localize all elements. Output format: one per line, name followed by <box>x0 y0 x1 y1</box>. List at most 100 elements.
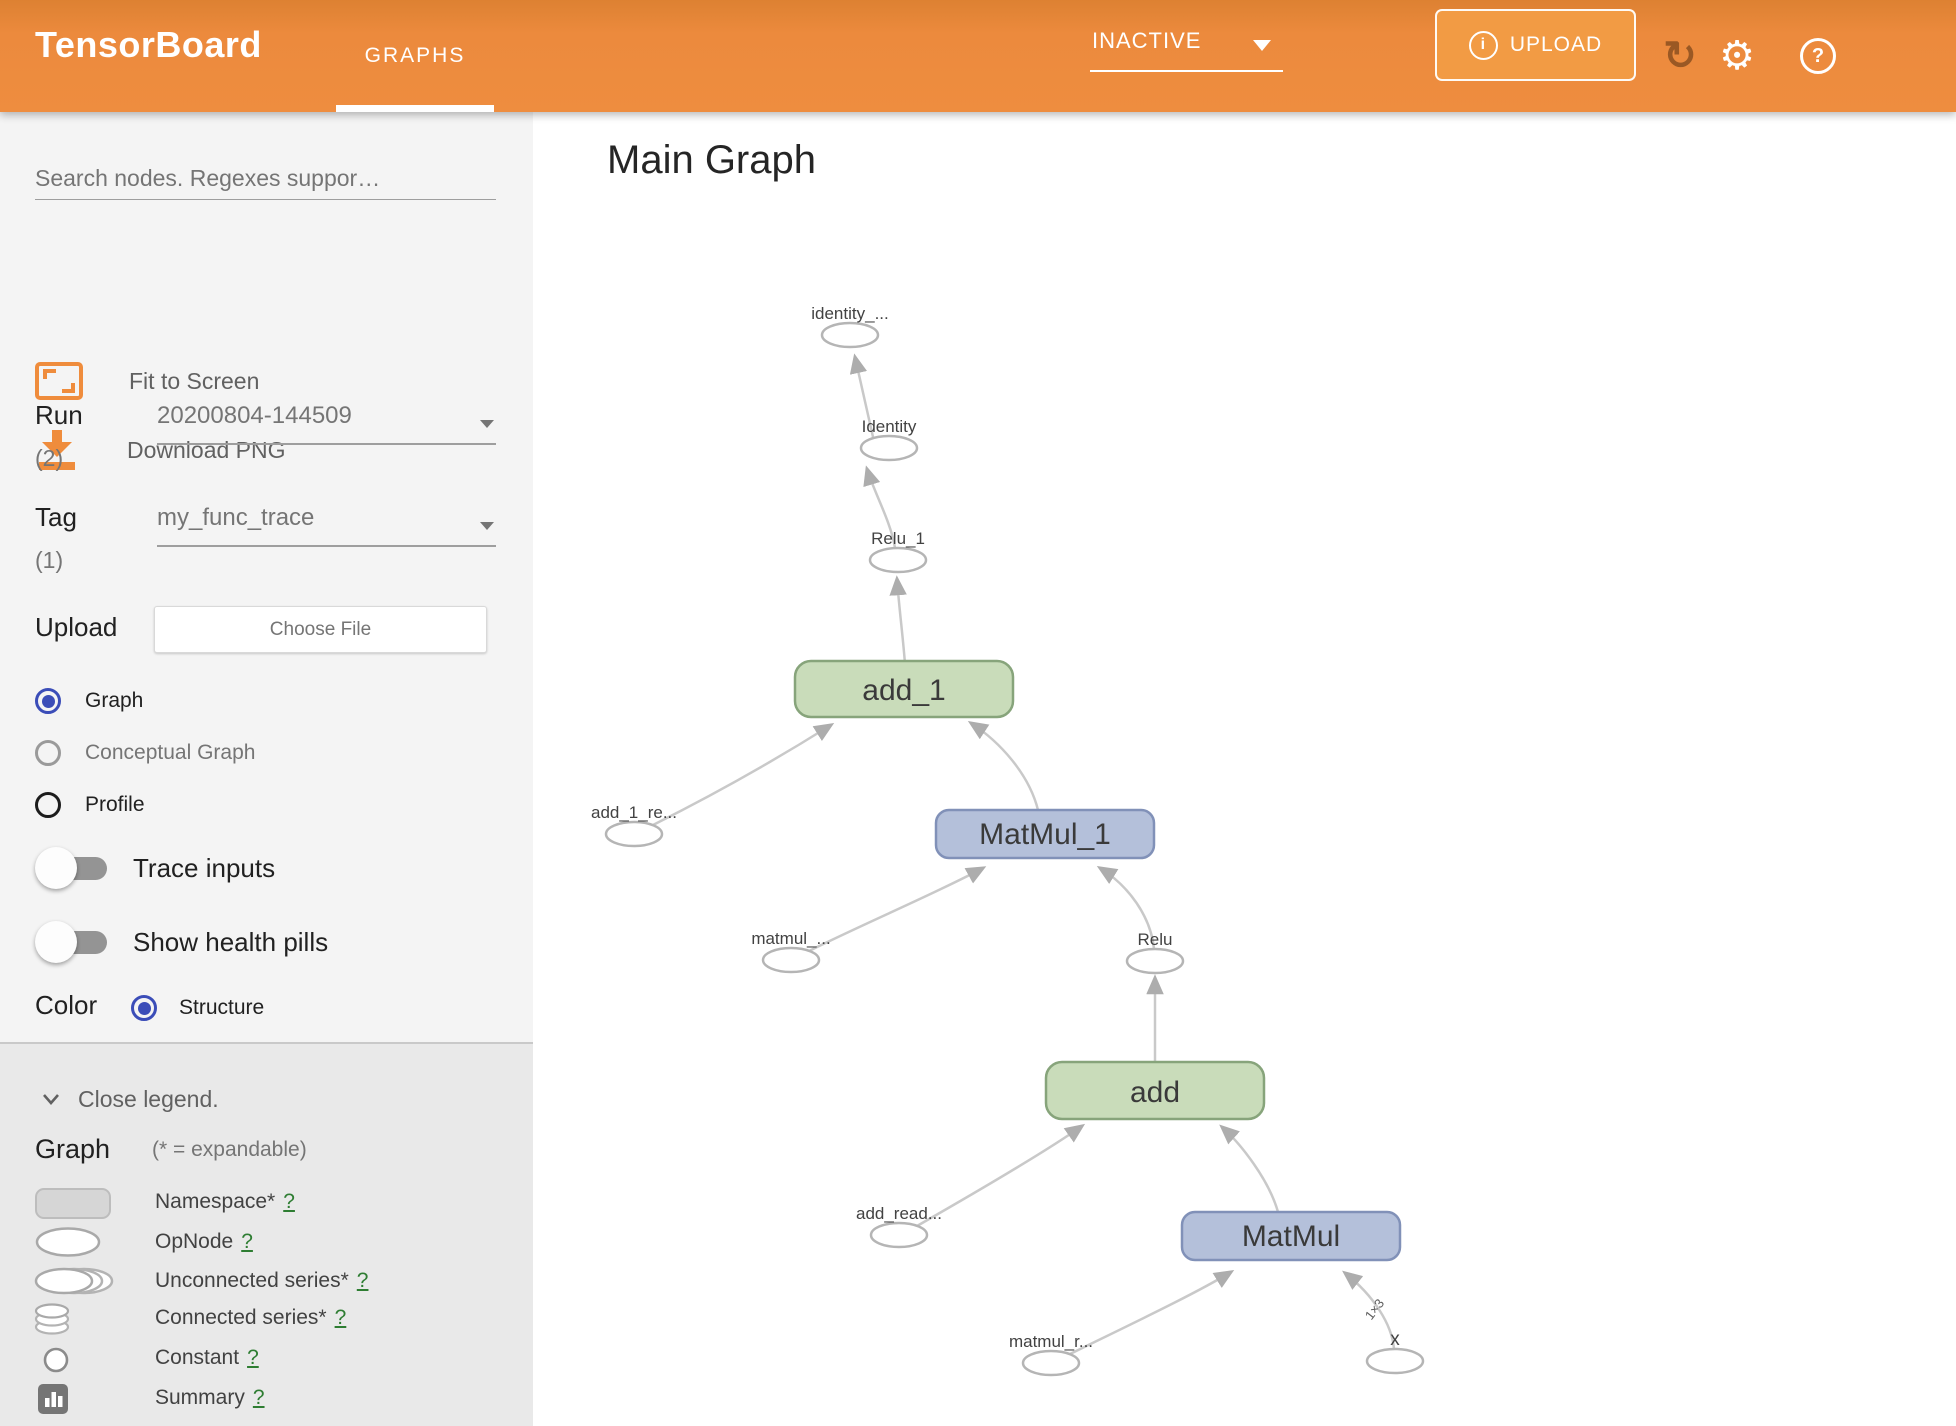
node-add-1[interactable]: add_1 <box>793 659 1015 719</box>
app-title: TensorBoard <box>35 24 262 65</box>
op-nodes: identity_... Identity Relu_1 add_1_re...… <box>591 304 1425 1377</box>
tab-active-underline <box>336 105 494 112</box>
data-location-dropdown[interactable]: INACTIVE <box>1090 18 1283 72</box>
svg-text:Relu: Relu <box>1138 930 1173 949</box>
download-png-button[interactable]: Download PNG <box>35 430 286 470</box>
toggle-off-icon <box>35 921 107 963</box>
download-icon <box>35 430 79 470</box>
info-icon: i <box>1468 30 1498 60</box>
unconnected-label: Unconnected series* <box>155 1269 349 1292</box>
namespace-label: Namespace* <box>155 1190 276 1213</box>
constant-swatch <box>43 1347 69 1373</box>
edge-add1re-to-add1 <box>652 723 835 827</box>
legend-item-namespace: Namespace* ? <box>155 1190 295 1214</box>
chevron-down-icon <box>43 1094 59 1105</box>
opnode-swatch <box>35 1227 101 1257</box>
edge-x-to-matmul <box>1342 1270 1396 1350</box>
legend-item-unconnected: Unconnected series* ? <box>155 1269 368 1293</box>
run-underline <box>157 443 496 445</box>
edge-matmulr-to-matmul <box>1069 1270 1235 1356</box>
unconnected-help-link[interactable]: ? <box>356 1269 369 1292</box>
download-png-label: Download PNG <box>127 436 286 463</box>
edge-matmulin-to-matmul1 <box>808 866 987 953</box>
edge-matmul1-to-add1 <box>967 720 1040 811</box>
choose-file-button[interactable]: Choose File <box>154 606 487 653</box>
radio-color-structure[interactable]: Structure <box>131 995 264 1021</box>
toggle-off-icon <box>35 847 107 889</box>
tag-dropdown[interactable]: my_func_trace <box>157 504 496 546</box>
opnode-help-link[interactable]: ? <box>241 1230 253 1253</box>
refresh-glyph: ↻ <box>1663 34 1697 78</box>
radio-selected-icon <box>35 688 61 714</box>
help-icon[interactable]: ? <box>1793 0 1843 112</box>
legend-header: Graph <box>35 1134 111 1164</box>
main-graph-svg[interactable]: 1×3 identity_... Identity Relu_1 add_1 <box>533 112 1956 1426</box>
close-legend-toggle[interactable]: Close legend. <box>40 1085 219 1113</box>
edge-identity-to-identityout <box>849 353 875 438</box>
svg-text:add_1_re...: add_1_re... <box>591 803 677 822</box>
node-matmul-in[interactable]: matmul_... <box>751 929 831 974</box>
tag-caret-icon <box>480 522 494 530</box>
refresh-icon[interactable]: ↻ <box>1655 0 1705 112</box>
graph-edges <box>652 353 1396 1356</box>
gear-glyph: ⚙ <box>1719 34 1755 78</box>
svg-text:matmul_r...: matmul_r... <box>1009 1332 1093 1351</box>
summary-label: Summary <box>155 1386 245 1409</box>
run-dropdown[interactable]: 20200804-144509 <box>157 402 496 444</box>
chevron-down-icon <box>1253 40 1271 51</box>
search-input[interactable] <box>35 157 496 200</box>
radio-profile-label: Profile <box>85 793 145 816</box>
trace-inputs-toggle[interactable]: Trace inputs <box>35 847 275 889</box>
show-health-pills-toggle[interactable]: Show health pills <box>35 921 328 963</box>
node-add-1-re[interactable]: add_1_re... <box>591 803 677 848</box>
node-relu[interactable]: Relu <box>1125 930 1185 975</box>
svg-text:add_read...: add_read... <box>856 1204 942 1223</box>
node-add-read[interactable]: add_read... <box>856 1204 942 1249</box>
graph-canvas: Main Graph <box>533 112 1956 1426</box>
radio-graph[interactable]: Graph <box>35 688 143 714</box>
node-relu-1[interactable]: Relu_1 <box>868 529 928 574</box>
radio-conceptual-graph[interactable]: Conceptual Graph <box>35 740 255 766</box>
radio-profile[interactable]: Profile <box>35 792 145 818</box>
svg-text:add_1: add_1 <box>862 674 945 707</box>
summary-swatch <box>38 1384 68 1414</box>
node-matmul-r[interactable]: matmul_r... <box>1009 1332 1093 1377</box>
node-matmul-1[interactable]: MatMul_1 <box>934 808 1156 860</box>
tag-count: (1) <box>35 547 64 573</box>
tab-graphs[interactable]: GRAPHS <box>336 0 494 112</box>
edge-relu1-to-identity <box>863 465 897 549</box>
connected-label: Connected series* <box>155 1306 327 1329</box>
run-value: 20200804-144509 <box>157 402 352 429</box>
svg-text:add: add <box>1130 1076 1180 1109</box>
connected-series-swatch <box>34 1303 70 1335</box>
connected-help-link[interactable]: ? <box>334 1306 347 1329</box>
fit-to-screen-button[interactable]: Fit to Screen <box>35 362 259 400</box>
node-matmul[interactable]: MatMul <box>1180 1210 1402 1262</box>
edge-addread-to-add <box>916 1123 1086 1228</box>
svg-text:MatMul: MatMul <box>1242 1220 1340 1253</box>
upload-button-label: UPLOAD <box>1509 33 1603 56</box>
close-legend-label: Close legend. <box>78 1085 219 1112</box>
legend-item-connected: Connected series* ? <box>155 1306 346 1330</box>
svg-text:x: x <box>1390 1329 1400 1350</box>
settings-gear-icon[interactable]: ⚙ <box>1712 0 1762 112</box>
node-identity[interactable]: Identity <box>859 417 919 462</box>
constant-help-link[interactable]: ? <box>247 1346 259 1369</box>
svg-text:Identity: Identity <box>862 417 917 436</box>
radio-selected-icon <box>131 995 157 1021</box>
trace-inputs-label: Trace inputs <box>133 852 276 883</box>
unconnected-series-swatch <box>34 1267 114 1295</box>
constant-label: Constant <box>155 1346 240 1369</box>
namespace-help-link[interactable]: ? <box>283 1190 295 1213</box>
run-caret-icon <box>480 420 494 428</box>
tag-value: my_func_trace <box>157 504 315 531</box>
svg-text:identity_...: identity_... <box>811 304 889 323</box>
node-add[interactable]: add <box>1044 1060 1266 1121</box>
node-identity-out[interactable]: identity_... <box>811 304 889 349</box>
upload-button[interactable]: i UPLOAD <box>1435 9 1636 81</box>
summary-help-link[interactable]: ? <box>252 1386 265 1409</box>
radio-conceptual-label: Conceptual Graph <box>85 741 256 764</box>
edge-relu-to-matmul1 <box>1096 866 1156 950</box>
node-x[interactable]: x <box>1365 1329 1425 1375</box>
